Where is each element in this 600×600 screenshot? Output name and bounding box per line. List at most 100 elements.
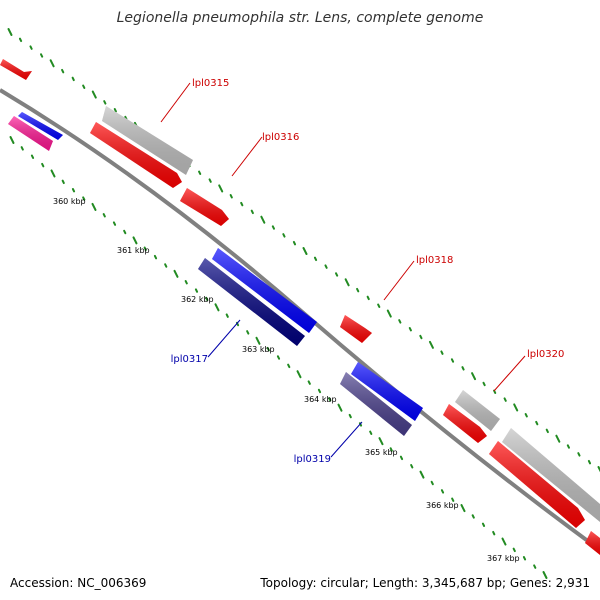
inner-tick-mark — [71, 187, 76, 193]
scale-label: 360 kbp — [53, 197, 86, 206]
outer-tick-mark — [577, 452, 581, 457]
gene-label-lpl0320[interactable]: lpl0320 — [527, 349, 564, 360]
outer-tick-mark — [440, 350, 444, 355]
gene-label-lpl0316[interactable]: lpl0316 — [262, 132, 299, 143]
outer-tick-mark — [482, 381, 486, 387]
inner-tick-mark — [205, 296, 209, 302]
scale-label: 364 kbp — [304, 395, 337, 404]
outer-tick-mark — [82, 84, 86, 89]
outer-tick-mark — [271, 225, 275, 230]
scale-label: 367 kbp — [487, 554, 520, 563]
inner-tick-mark — [296, 370, 302, 379]
outer-tick-mark — [113, 108, 117, 113]
red-gene-right[interactable] — [489, 441, 585, 528]
outer-tick-mark — [229, 194, 233, 199]
outer-tick-mark — [71, 76, 75, 82]
inner-tick-mark — [522, 556, 527, 561]
scale-label: 366 kbp — [426, 501, 459, 510]
inner-tick-mark — [460, 504, 466, 513]
blue-gene-lpl0317[interactable] — [212, 248, 317, 333]
scale-label: 365 kbp — [365, 448, 398, 457]
inner-tick-mark — [214, 303, 220, 312]
blue-gene-lpl0319[interactable] — [351, 362, 423, 421]
map-title: Legionella pneumophila str. Lens, comple… — [116, 10, 484, 26]
outer-tick-mark — [461, 366, 465, 371]
inner-tick-mark — [225, 313, 229, 318]
inner-tick-mark — [542, 571, 548, 579]
red-gene-lpl0318[interactable] — [340, 315, 372, 343]
inner-tick-mark — [123, 229, 127, 235]
outer-tick-mark — [18, 37, 23, 43]
inner-tick-mark — [307, 380, 311, 385]
inner-tick-mark — [501, 537, 507, 546]
navy-gene-lpl0317[interactable] — [198, 258, 305, 346]
outer-tick-mark — [103, 100, 107, 105]
inner-tick-mark — [337, 403, 343, 412]
red-gene-edge[interactable] — [585, 531, 600, 555]
grey-gene-lpl0320[interactable] — [455, 390, 500, 431]
inner-tick-mark — [389, 447, 393, 452]
outer-tick-mark — [471, 372, 477, 381]
inner-tick-mark — [246, 330, 250, 335]
inner-tick-mark — [287, 363, 291, 369]
outer-tick-mark — [218, 184, 224, 193]
inner-tick-mark — [440, 489, 445, 494]
inner-tick-mark — [102, 213, 106, 218]
genome-summary-text: Topology: circular; Length: 3,345,687 bp… — [260, 576, 590, 590]
gene-label-lpl0315[interactable]: lpl0315 — [192, 78, 229, 89]
inner-tick-mark — [112, 221, 117, 226]
scale-label: 363 kbp — [242, 345, 275, 354]
inner-tick-mark — [451, 497, 455, 502]
inner-tick-mark — [132, 236, 138, 245]
red-gene-top-left[interactable] — [0, 59, 32, 80]
outer-tick-mark — [91, 90, 97, 99]
pink-gene-left[interactable] — [8, 116, 53, 151]
inner-tick-mark — [143, 246, 147, 251]
red-gene-lpl0316[interactable] — [180, 188, 229, 226]
outer-tick-mark — [29, 45, 33, 50]
red-gene-lpl0320-a[interactable] — [443, 404, 487, 443]
inner-tick-mark — [378, 437, 384, 446]
outer-tick-mark — [356, 287, 360, 293]
outer-tick-mark — [535, 420, 539, 426]
inner-tick-mark — [317, 388, 322, 394]
outer-tick-mark — [366, 295, 370, 301]
outer-tick-mark — [524, 413, 528, 418]
outer-tick-mark — [428, 340, 434, 349]
outer-tick-mark — [386, 309, 392, 318]
outer-tick-mark — [597, 466, 600, 473]
outer-tick-mark — [545, 428, 549, 434]
red-gene-lpl0315[interactable] — [90, 122, 182, 188]
inner-tick-mark — [471, 514, 475, 519]
outer-tick-mark — [324, 264, 328, 269]
outer-tick-mark — [208, 178, 212, 183]
outer-tick-mark — [49, 59, 55, 68]
purple-gene-lpl0319[interactable] — [340, 372, 412, 436]
leader-line — [330, 421, 363, 458]
outer-tick-mark — [566, 444, 570, 449]
outer-tick-mark — [587, 459, 592, 465]
inner-tick-mark — [410, 464, 414, 469]
inner-tick-mark — [266, 346, 270, 352]
outer-tick-mark — [377, 303, 381, 308]
inner-tick-mark — [481, 522, 486, 528]
outer-tick-mark — [408, 327, 412, 332]
outer-tick-mark — [260, 215, 266, 224]
gene-label-lpl0319[interactable]: lpl0319 — [294, 454, 331, 465]
inner-tick-mark — [276, 355, 281, 360]
grey-gene-right[interactable] — [502, 428, 600, 522]
outer-tick-mark — [503, 397, 507, 402]
inner-tick-mark — [430, 480, 434, 486]
inner-tick-mark — [419, 470, 425, 479]
outer-tick-mark — [61, 68, 65, 74]
grey-gene-lpl0315[interactable] — [102, 106, 193, 175]
inner-tick-mark — [328, 397, 332, 402]
blue-gene-left[interactable] — [18, 112, 63, 140]
gene-label-lpl0317[interactable]: lpl0317 — [171, 354, 208, 365]
outer-tick-track — [7, 28, 600, 473]
gene-track — [0, 59, 600, 555]
outer-tick-mark — [40, 53, 44, 58]
inner-tick-mark — [184, 280, 188, 285]
gene-label-lpl0318[interactable]: lpl0318 — [416, 255, 453, 266]
